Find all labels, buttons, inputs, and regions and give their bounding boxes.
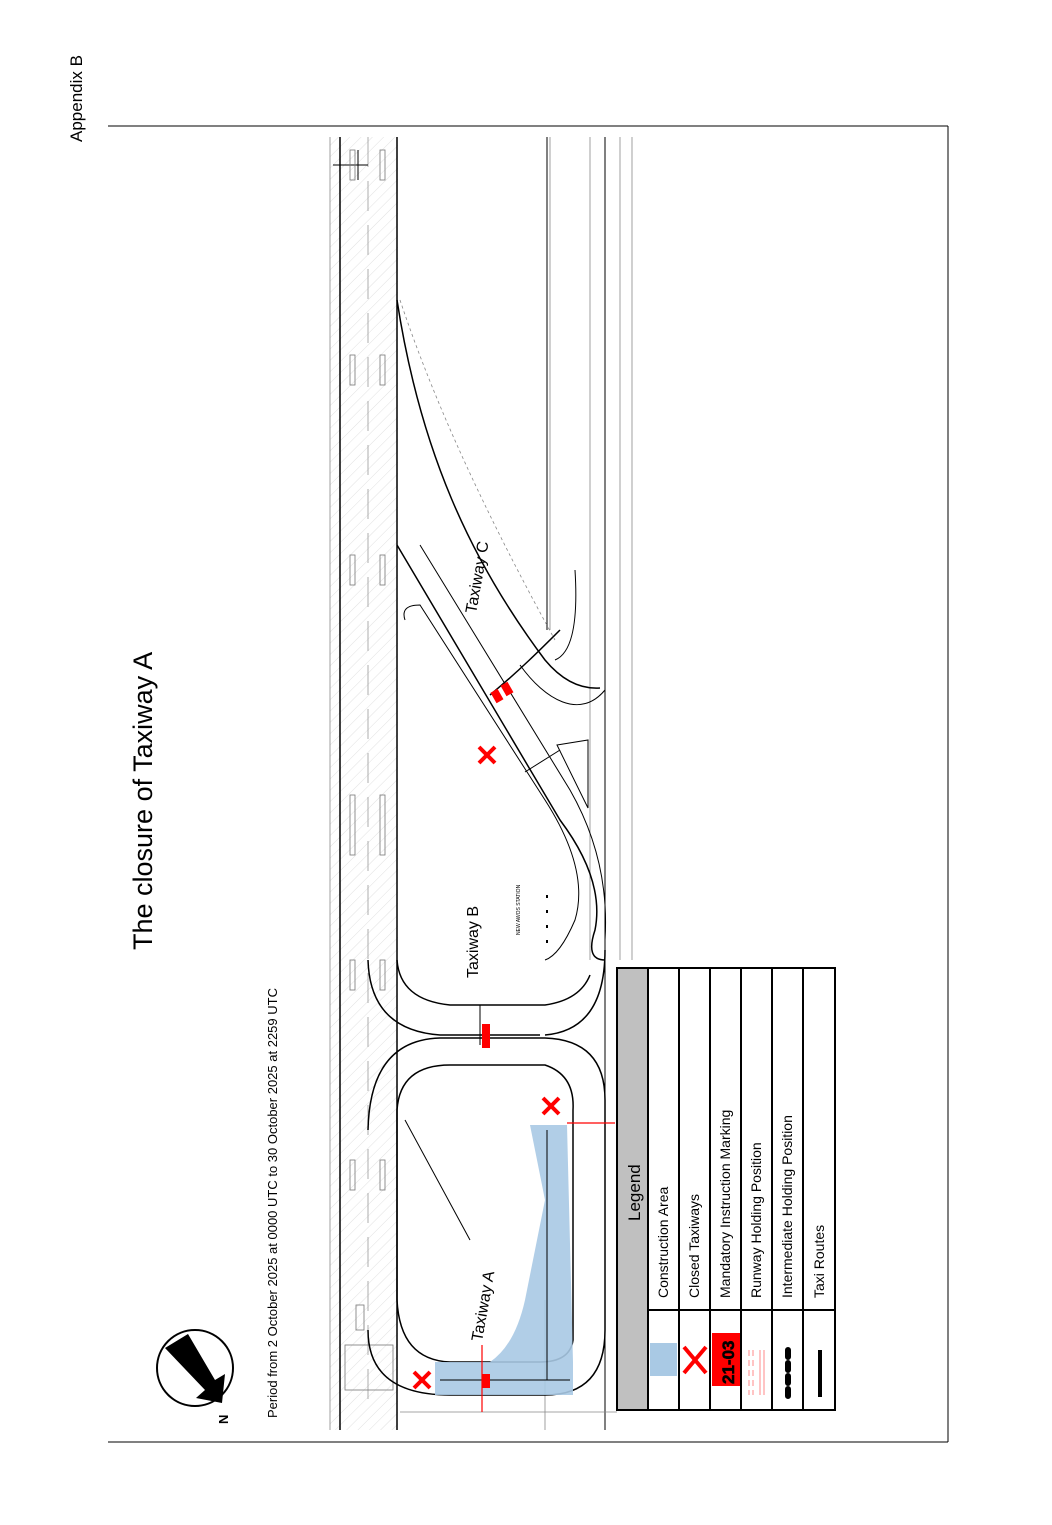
closed-taxiway-x-icon <box>541 1096 561 1116</box>
taxiway-c-label: Taxiway C <box>463 540 492 615</box>
construction-area <box>435 1125 573 1395</box>
page-frame <box>108 125 949 1443</box>
mandatory-sign-icon <box>490 688 504 704</box>
north-arrow-icon: N <box>156 1329 234 1424</box>
station-label: NEW AWOS STATION <box>516 884 522 935</box>
svg-text:21-03: 21-03 <box>719 1341 738 1384</box>
legend-item-intermediate-holding: Intermediate Holding Position <box>779 1115 795 1298</box>
north-label: N <box>216 1415 231 1424</box>
legend-item-closed-taxiways: Closed Taxiways <box>686 1194 702 1298</box>
construction-area-swatch-icon <box>650 1343 677 1376</box>
taxiway-a-label: Taxiway A <box>469 1269 498 1342</box>
legend-item-mandatory-marking: Mandatory Instruction Marking <box>717 1110 733 1298</box>
runway-holding-position-icon <box>748 1350 765 1395</box>
legend-item-runway-holding: Runway Holding Position <box>748 1142 764 1298</box>
closed-taxiway-x-icon <box>477 745 497 765</box>
taxiway-b-label: Taxiway B <box>465 906 482 978</box>
mandatory-sign-icon <box>482 1024 490 1048</box>
legend-title: Legend <box>625 1164 644 1221</box>
legend-item-construction-area: Construction Area <box>655 1187 671 1298</box>
closed-taxiway-x-icon <box>682 1345 708 1375</box>
closed-taxiway-x-icon <box>412 1370 432 1390</box>
period-text: Period from 2 October 2025 at 0000 UTC t… <box>265 988 280 1418</box>
mandatory-sign-icon: 21-03 <box>712 1333 740 1386</box>
mandatory-sign-icon <box>482 1374 490 1388</box>
legend-item-taxi-routes: Taxi Routes <box>811 1225 827 1298</box>
appendix-label: Appendix B <box>67 55 86 142</box>
aerodrome-map: Taxiway A Taxiway B Taxiway C NEW AWOS S… <box>329 137 633 1430</box>
page-title: The closure of Taxiway A <box>128 652 158 950</box>
mandatory-sign-icon <box>500 681 514 697</box>
legend: Legend Construction Area Closed Taxiways… <box>616 967 836 1411</box>
